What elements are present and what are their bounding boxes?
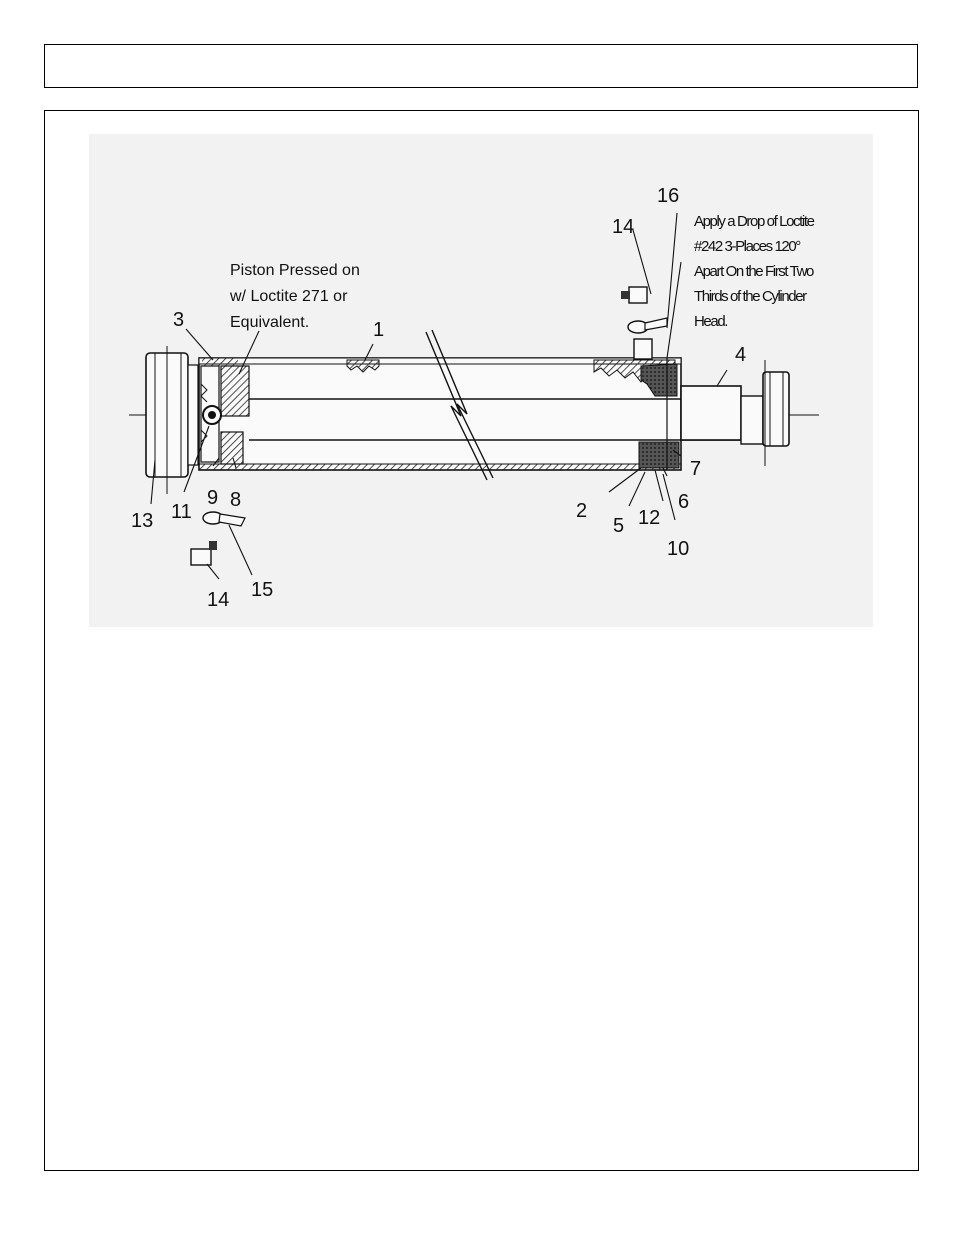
content-frame bbox=[44, 110, 919, 1171]
callout-15: 15 bbox=[251, 579, 273, 601]
piston-note-line-2: w/ Loctite 271 or bbox=[229, 288, 348, 305]
piston-rod bbox=[249, 398, 741, 441]
callout-4: 4 bbox=[735, 344, 746, 366]
loctite-note-line-1: Apply a Drop of Loctite bbox=[694, 213, 815, 230]
page-header-box bbox=[44, 44, 918, 88]
loctite-note-line-3: Apart On the First Two bbox=[694, 263, 814, 280]
callout-6: 6 bbox=[678, 491, 689, 513]
callout-9: 9 bbox=[207, 487, 218, 509]
callout-2: 2 bbox=[576, 500, 587, 522]
leader-lines bbox=[150, 212, 728, 580]
callout-12: 12 bbox=[638, 507, 660, 529]
cylinder-diagram: Piston Pressed on w/ Loctite 271 or Equi… bbox=[89, 134, 873, 627]
callout-14-bottom: 14 bbox=[207, 589, 229, 611]
top-port-fitting bbox=[621, 286, 668, 360]
callout-5: 5 bbox=[613, 515, 624, 537]
callout-7: 7 bbox=[690, 458, 701, 480]
callouts: 1 2 3 4 5 6 7 8 9 10 11 12 13 14 14 15 1… bbox=[131, 185, 746, 611]
bottom-port-fitting bbox=[190, 511, 246, 566]
loctite-note-line-5: Head. bbox=[694, 313, 727, 330]
callout-3: 3 bbox=[173, 309, 184, 331]
callout-16: 16 bbox=[657, 185, 679, 207]
piston-note-line-1: Piston Pressed on bbox=[230, 262, 360, 279]
piston bbox=[200, 365, 250, 465]
loctite-note-line-4: Thirds of the Cylinder bbox=[694, 288, 807, 305]
callout-10: 10 bbox=[667, 538, 689, 560]
piston-note-line-3: Equivalent. bbox=[230, 314, 309, 331]
barrel bbox=[198, 329, 682, 481]
piston-note: Piston Pressed on w/ Loctite 271 or Equi… bbox=[229, 262, 360, 331]
clevis-end bbox=[145, 346, 199, 494]
loctite-note: Apply a Drop of Loctite #242 3-Places 12… bbox=[694, 213, 816, 330]
rod-end bbox=[740, 360, 790, 466]
callout-13: 13 bbox=[131, 510, 153, 532]
loctite-note-line-2: #242 3-Places 120° bbox=[694, 238, 801, 255]
callout-11: 11 bbox=[171, 501, 192, 523]
callout-8: 8 bbox=[230, 489, 241, 511]
cylinder-head bbox=[638, 358, 742, 470]
callout-14-top: 14 bbox=[612, 216, 634, 238]
callout-1: 1 bbox=[373, 319, 384, 341]
